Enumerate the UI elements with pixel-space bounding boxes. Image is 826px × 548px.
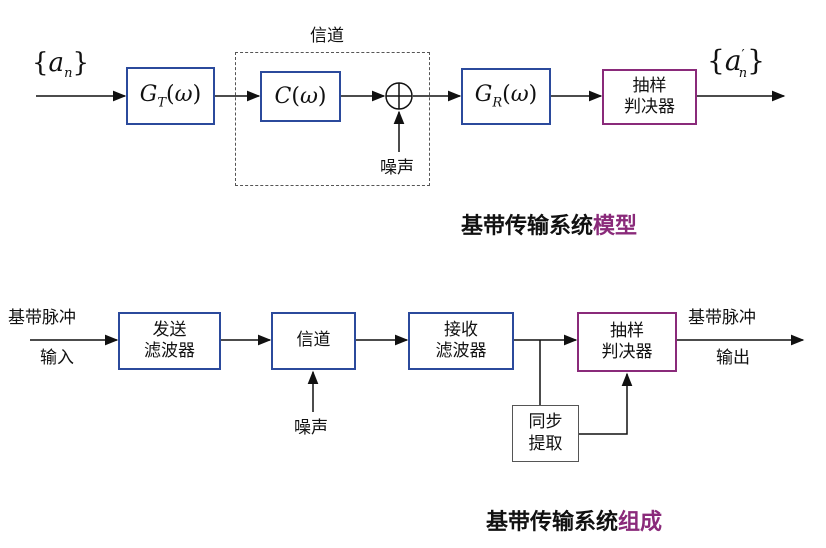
channel-dashed-box bbox=[235, 52, 430, 186]
comp-decision-line2: 判决器 bbox=[601, 342, 653, 362]
composition-title: 基带传输系统组成 bbox=[486, 504, 662, 536]
decision-block: 抽样 判决器 bbox=[602, 69, 697, 125]
composition-title-highlight: 组成 bbox=[618, 510, 663, 535]
rx-filter-block-cn: 接收 滤波器 bbox=[408, 312, 514, 370]
decision-line1: 抽样 bbox=[632, 75, 667, 96]
wire-sync-decision bbox=[579, 372, 633, 435]
comp-output-line1: 基带脉冲 bbox=[688, 308, 756, 328]
rx-line2: 滤波器 bbox=[435, 341, 487, 361]
channel-label: 信道 bbox=[310, 26, 344, 46]
tx-line1: 发送 bbox=[152, 319, 187, 340]
input-symbol: {an} bbox=[32, 48, 89, 82]
tx-filter-block: GT(ω) bbox=[126, 67, 215, 125]
comp-output-line2: 输出 bbox=[716, 348, 750, 368]
channel-block-cn: 信道 bbox=[271, 312, 356, 370]
model-title-prefix: 基带传输系统 bbox=[461, 214, 594, 239]
channel-filter-block: C(ω) bbox=[260, 71, 341, 122]
sync-extract-block: 同步 提取 bbox=[512, 405, 579, 462]
model-title: 基带传输系统模型 bbox=[461, 208, 637, 240]
comp-noise-label: 噪声 bbox=[294, 418, 328, 438]
sync-line2: 提取 bbox=[528, 433, 563, 454]
comp-decision-line1: 抽样 bbox=[610, 320, 644, 341]
model-title-highlight: 模型 bbox=[593, 214, 638, 239]
decision-line2: 判决器 bbox=[624, 97, 675, 117]
comp-input-line1: 基带脉冲 bbox=[8, 308, 76, 328]
tx-line2: 滤波器 bbox=[144, 341, 195, 361]
rx-filter-block: GR(ω) bbox=[461, 68, 551, 125]
composition-title-prefix: 基带传输系统 bbox=[486, 510, 619, 535]
output-symbol: {a′n} bbox=[707, 44, 765, 81]
rx-line1: 接收 bbox=[444, 319, 478, 340]
comp-input-line2: 输入 bbox=[40, 348, 74, 368]
sync-line1: 同步 bbox=[528, 412, 563, 433]
decision-block-cn: 抽样 判决器 bbox=[577, 312, 677, 372]
noise-label: 噪声 bbox=[380, 158, 414, 178]
tx-filter-block-cn: 发送 滤波器 bbox=[118, 312, 221, 370]
channel-text: 信道 bbox=[296, 330, 331, 351]
